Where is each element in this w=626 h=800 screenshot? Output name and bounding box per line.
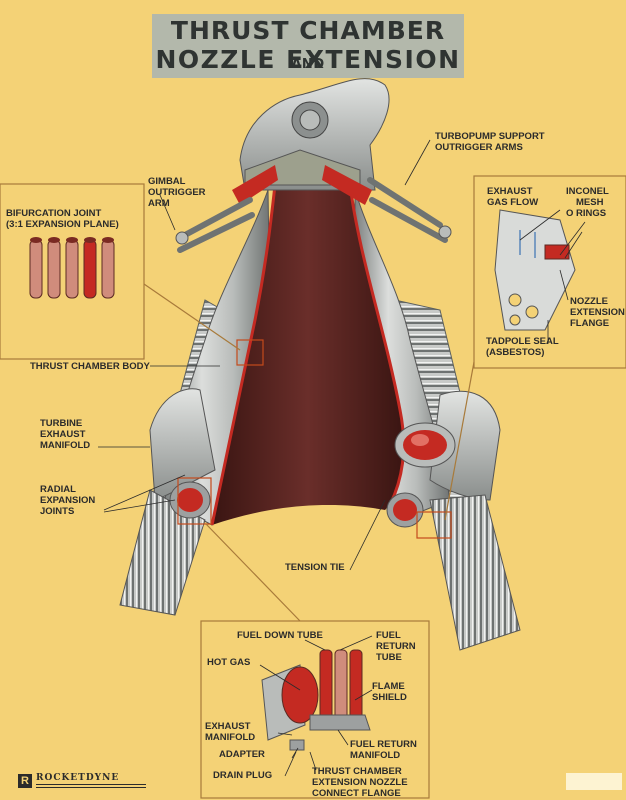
- outrigger-arms: [177, 177, 448, 253]
- rocketdyne-logo: R ROCKETDYNE: [18, 772, 158, 790]
- manifold-detail: [261, 649, 371, 751]
- radial-joint-left: [169, 481, 211, 519]
- label-fuel-down-tube: FUEL DOWN TUBE: [237, 630, 323, 641]
- highlight-square-left: [177, 477, 212, 525]
- logo-rule: [36, 784, 146, 788]
- title-banner: THRUST CHAMBER AND NOZZLE EXTENSION: [152, 14, 464, 78]
- label-adapter: ADAPTER: [219, 749, 265, 760]
- label-bifurcation-joint: BIFURCATION JOINT(3:1 EXPANSION PLANE): [6, 208, 119, 230]
- title-line-2: NOZZLE EXTENSION: [155, 45, 461, 74]
- tension-tie-bowl: [394, 422, 456, 468]
- rocketdyne-name: ROCKETDYNE: [36, 773, 120, 783]
- label-tension-tie: TENSION TIE: [285, 562, 345, 573]
- label-hot-gas: HOT GAS: [207, 657, 251, 668]
- chamber-interior: [212, 185, 404, 525]
- title-main: THRUST CHAMBER: [170, 16, 446, 45]
- title-line-1: THRUST CHAMBER AND: [152, 16, 464, 74]
- bifurcation-tubes: [29, 237, 115, 299]
- highlight-square-right: [416, 511, 452, 539]
- radial-joint-right: [386, 492, 424, 528]
- turbine-exhaust-manifold-right: [429, 390, 501, 501]
- lower-right-tubes: [429, 494, 521, 651]
- label-tadpole-seal: TADPOLE SEAL(ASBESTOS): [486, 336, 559, 358]
- turbine-exhaust-manifold-left: [149, 388, 216, 501]
- flange-inset-box: [473, 175, 626, 369]
- leader-lines: [98, 139, 586, 777]
- rocketdyne-mark-icon: R: [18, 774, 32, 788]
- bottom-inset-box: [200, 620, 430, 799]
- title-and: AND: [291, 57, 325, 72]
- corner-tag: [566, 773, 622, 790]
- label-thrust-chamber-body: THRUST CHAMBER BODY: [30, 361, 150, 372]
- flange-detail: [494, 209, 576, 331]
- highlight-square-body: [236, 339, 264, 366]
- bifurcation-inset-box: [0, 183, 145, 360]
- label-drain-plug: DRAIN PLUG: [213, 770, 273, 781]
